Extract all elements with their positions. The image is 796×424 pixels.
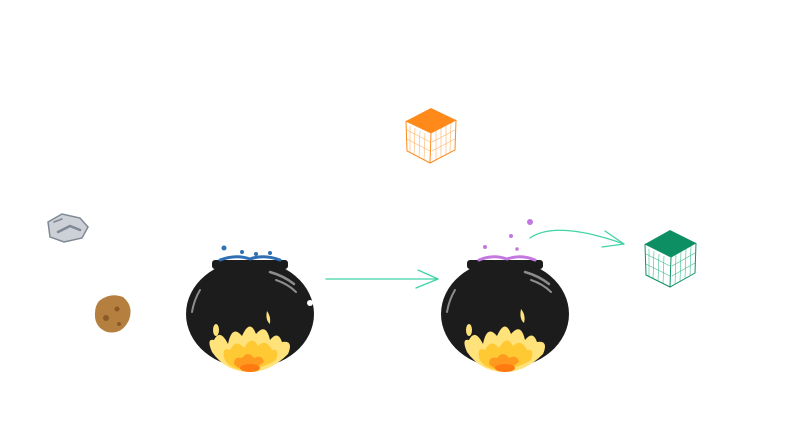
green-cube-icon xyxy=(644,230,697,288)
brown-nugget-icon xyxy=(94,295,131,333)
liquid-surface xyxy=(218,245,282,262)
grey-stone-icon xyxy=(47,213,89,243)
fire-flames xyxy=(464,309,545,372)
cauldron-blue-liquid-icon xyxy=(186,245,314,372)
curved-arrow-icon xyxy=(529,229,625,248)
liquid-surface xyxy=(477,219,537,262)
arrow-right-icon xyxy=(325,269,439,289)
cauldron-purple-liquid-icon xyxy=(441,219,569,372)
orange-cube-icon xyxy=(405,108,457,164)
fire-flames xyxy=(209,311,290,372)
